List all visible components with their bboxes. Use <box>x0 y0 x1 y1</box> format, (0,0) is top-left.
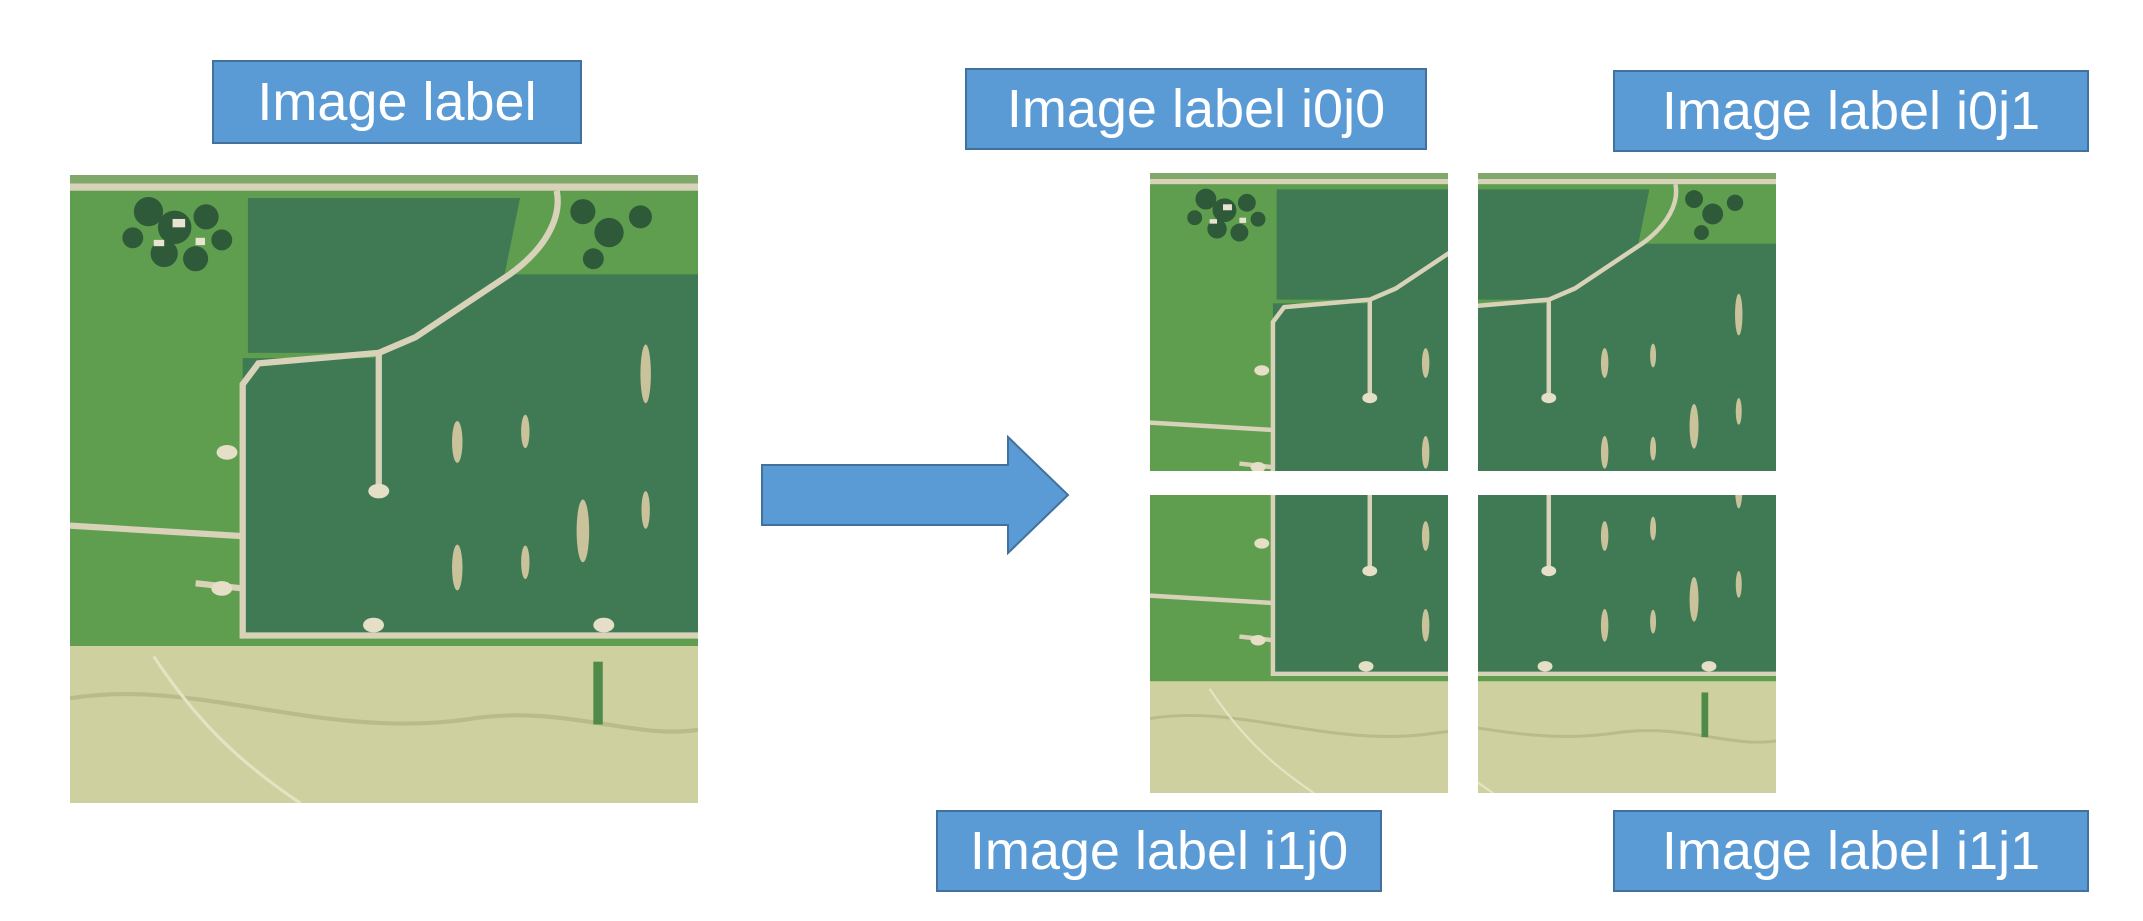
tile-label-i0j1: Image label i0j1 <box>1613 70 2089 152</box>
tile-image-i0j1 <box>1478 173 1776 471</box>
source-image-label: Image label <box>212 60 582 144</box>
tile-image-i1j1 <box>1478 495 1776 793</box>
tile-label-i1j1: Image label i1j1 <box>1613 810 2089 892</box>
source-aerial-image <box>70 175 698 803</box>
tile-label-i1j0: Image label i1j0 <box>936 810 1382 892</box>
right-arrow-icon <box>761 435 1070 555</box>
tile-label-i0j0: Image label i0j0 <box>965 68 1427 150</box>
tile-image-i1j0 <box>1150 495 1448 793</box>
tile-image-i0j0 <box>1150 173 1448 471</box>
